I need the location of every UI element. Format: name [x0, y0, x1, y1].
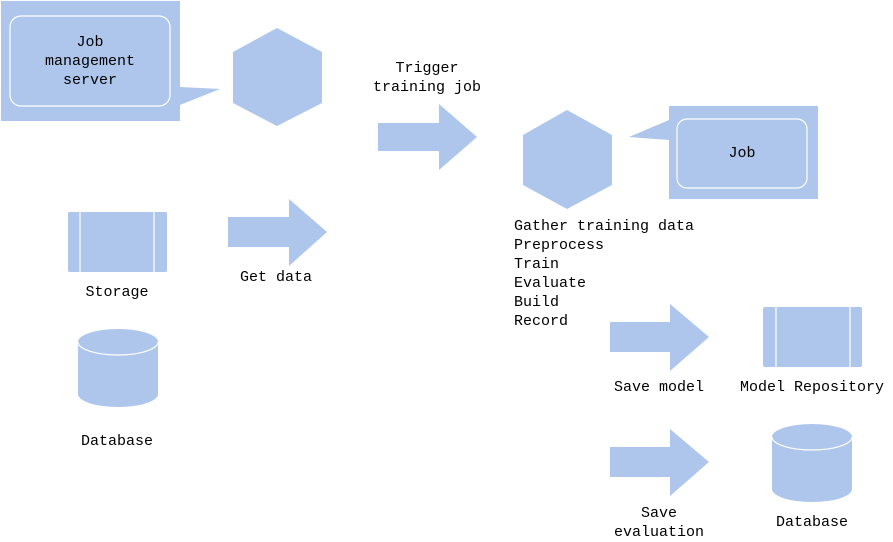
database-right-node — [771, 424, 853, 502]
get-data-label: Get data — [239, 269, 312, 286]
storage-label: Storage — [85, 284, 149, 301]
step-item: Evaluate — [514, 275, 587, 292]
trigger-arrow — [378, 104, 477, 170]
get-data-arrow — [228, 199, 327, 266]
step-item: Preprocess — [514, 237, 605, 254]
trigger-label: Trigger training job — [372, 60, 482, 96]
hexagon-node-server — [233, 28, 322, 126]
job-server-label: Job management server — [44, 34, 135, 89]
model-repository-node — [763, 307, 862, 367]
save-evaluation-arrow — [610, 429, 709, 496]
job-label: Job — [728, 145, 756, 162]
step-item: Record — [514, 313, 569, 330]
step-item: Train — [514, 256, 560, 273]
save-model-arrow — [610, 304, 709, 371]
job-server-callout — [1, 1, 220, 121]
save-model-label: Save model — [613, 379, 704, 396]
hexagon-node-training — [523, 110, 612, 209]
training-steps-list: Gather training data Preprocess Train Ev… — [514, 217, 694, 331]
storage-node — [68, 212, 167, 272]
job-callout — [629, 106, 818, 199]
database-left-node — [77, 329, 159, 407]
database-right-label: Database — [775, 514, 848, 531]
save-evaluation-label: Save evaluation — [613, 505, 704, 541]
step-item: Gather training data — [514, 218, 695, 235]
step-item: Build — [514, 294, 560, 311]
model-repository-label: Model Repository — [739, 379, 885, 396]
database-left-label: Database — [80, 433, 153, 450]
